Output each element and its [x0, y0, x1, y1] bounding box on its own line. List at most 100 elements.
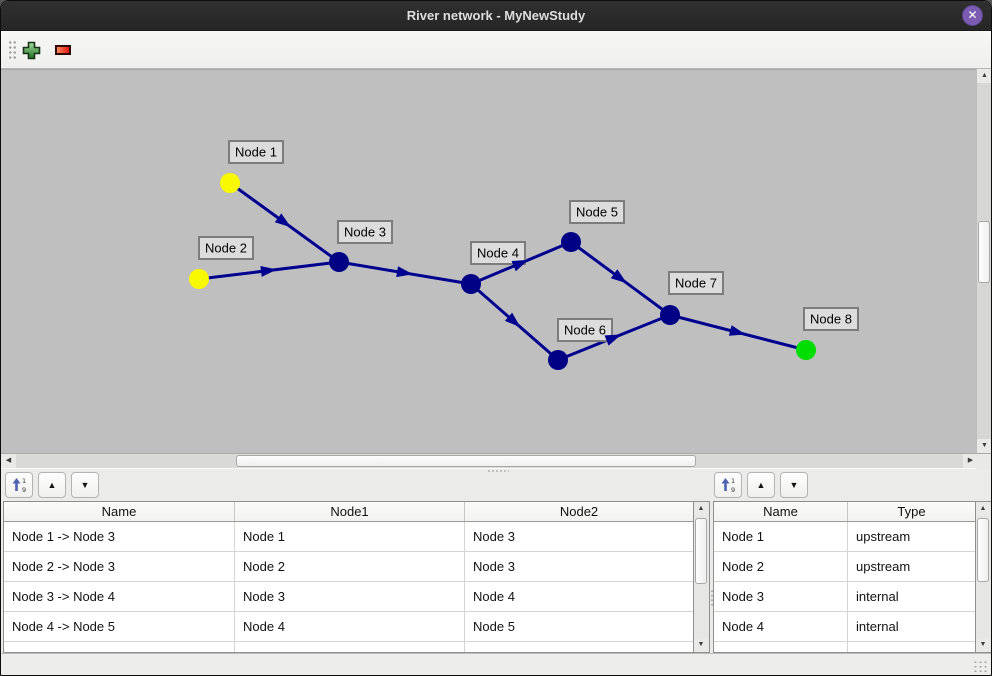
edges-table-toolbar: 1 9 ▲ ▼	[5, 472, 99, 498]
column-header-node2[interactable]: Node2	[559, 504, 599, 519]
edge-arrow-icon	[396, 266, 413, 278]
svg-text:9: 9	[22, 486, 26, 493]
table-cell	[848, 642, 975, 652]
sort-ascending-icon: 1 9	[12, 477, 26, 493]
node-node-8[interactable]	[796, 340, 816, 360]
table-cell: Node 3	[473, 559, 515, 574]
column-header-node1[interactable]: Node1	[235, 502, 465, 521]
nodes-table-scrollbar[interactable]: ▲ ▼	[976, 501, 991, 653]
edges-scroll-thumb[interactable]	[695, 518, 707, 584]
column-header-type[interactable]: Type	[897, 504, 926, 519]
scroll-right-icon[interactable]: ▶	[963, 454, 978, 468]
edge-arrow-icon	[511, 259, 529, 272]
up-triangle-icon: ▲	[47, 480, 57, 490]
panel-splitter-handle[interactable]	[710, 589, 714, 607]
node-label-box	[228, 140, 284, 164]
table-cell: Node 2	[714, 552, 848, 581]
scroll-down-icon[interactable]: ▼	[977, 439, 991, 453]
table-cell	[465, 642, 693, 652]
node-node-2[interactable]	[189, 269, 209, 289]
node-label-box	[470, 241, 526, 265]
edges-table-scrollbar[interactable]: ▲ ▼	[694, 501, 710, 653]
node-node-4[interactable]	[461, 274, 481, 294]
scroll-up-icon[interactable]: ▲	[694, 502, 708, 516]
svg-text:1: 1	[731, 477, 735, 485]
table-cell: upstream	[856, 559, 911, 574]
close-button[interactable]: ✕	[962, 5, 983, 26]
node-node-3[interactable]	[329, 252, 349, 272]
add-node-button[interactable]	[19, 38, 43, 62]
table-cell: Node 4 -> Node 5	[4, 612, 235, 641]
canvas-horizontal-scrollbar[interactable]: ◀ ▶	[1, 453, 991, 470]
up-triangle-icon: ▲	[756, 480, 766, 490]
move-up-button[interactable]: ▲	[747, 472, 775, 498]
table-cell: Node 2	[235, 552, 465, 581]
nodes-scroll-thumb[interactable]	[977, 518, 989, 582]
column-header-name[interactable]: Name	[4, 502, 235, 521]
node-node-5[interactable]	[561, 232, 581, 252]
canvas-vertical-scrollbar[interactable]: ▲ ▼	[976, 69, 991, 453]
minus-icon	[55, 45, 71, 55]
sort-button[interactable]: 1 9	[714, 472, 742, 498]
edge-arrow-icon	[610, 269, 627, 284]
table-row[interactable]: Node 2 upstream	[714, 552, 975, 582]
scrollbar-corner	[976, 454, 991, 470]
node-label: Node 4	[477, 246, 519, 261]
node-label-box	[198, 236, 254, 260]
node-label-box	[557, 318, 613, 342]
node-label-box	[337, 220, 393, 244]
table-cell: Node 4	[714, 612, 848, 641]
node-node-7[interactable]	[660, 305, 680, 325]
down-triangle-icon: ▼	[789, 480, 799, 490]
move-down-button[interactable]: ▼	[780, 472, 808, 498]
scroll-down-icon[interactable]: ▼	[694, 638, 708, 652]
status-bar	[1, 653, 991, 675]
node-node-1[interactable]	[220, 173, 240, 193]
edge-arrow-icon	[504, 312, 521, 328]
table-cell: Node 3	[235, 582, 465, 611]
nodes-table-header: Name Type	[714, 502, 975, 522]
node-label: Node 3	[344, 225, 386, 240]
table-row[interactable]: Node 4 internal	[714, 612, 975, 642]
scroll-left-icon[interactable]: ◀	[1, 454, 16, 468]
table-cell: Node 2 -> Node 3	[4, 552, 235, 581]
table-cell: Node 4	[235, 612, 465, 641]
sort-button[interactable]: 1 9	[5, 472, 33, 498]
table-cell: internal	[856, 619, 899, 634]
table-cell: Node 3	[714, 582, 848, 611]
canvas-vscroll-thumb[interactable]	[978, 221, 990, 283]
table-cell	[714, 642, 848, 652]
resize-grip-icon[interactable]	[973, 660, 987, 672]
table-cell: Node 1	[235, 522, 465, 551]
down-triangle-icon: ▼	[80, 480, 90, 490]
toolbar-drag-handle[interactable]	[8, 40, 17, 60]
node-label-box	[569, 200, 625, 224]
toolbar	[1, 31, 991, 69]
node-label: Node 7	[675, 276, 717, 291]
node-node-6[interactable]	[548, 350, 568, 370]
scroll-down-icon[interactable]: ▼	[976, 638, 990, 652]
table-row-empty	[4, 642, 693, 652]
scroll-up-icon[interactable]: ▲	[976, 502, 990, 516]
scroll-up-icon[interactable]: ▲	[977, 69, 991, 83]
window-title: River network - MyNewStudy	[406, 8, 586, 23]
remove-node-button[interactable]	[51, 38, 75, 62]
move-up-button[interactable]: ▲	[38, 472, 66, 498]
move-down-button[interactable]: ▼	[71, 472, 99, 498]
canvas-hscroll-thumb[interactable]	[236, 455, 696, 467]
edge-arrow-icon	[728, 325, 746, 336]
column-header-name[interactable]: Name	[714, 502, 848, 521]
titlebar[interactable]: River network - MyNewStudy ✕	[1, 1, 991, 31]
splitter-handle[interactable]	[487, 469, 509, 473]
